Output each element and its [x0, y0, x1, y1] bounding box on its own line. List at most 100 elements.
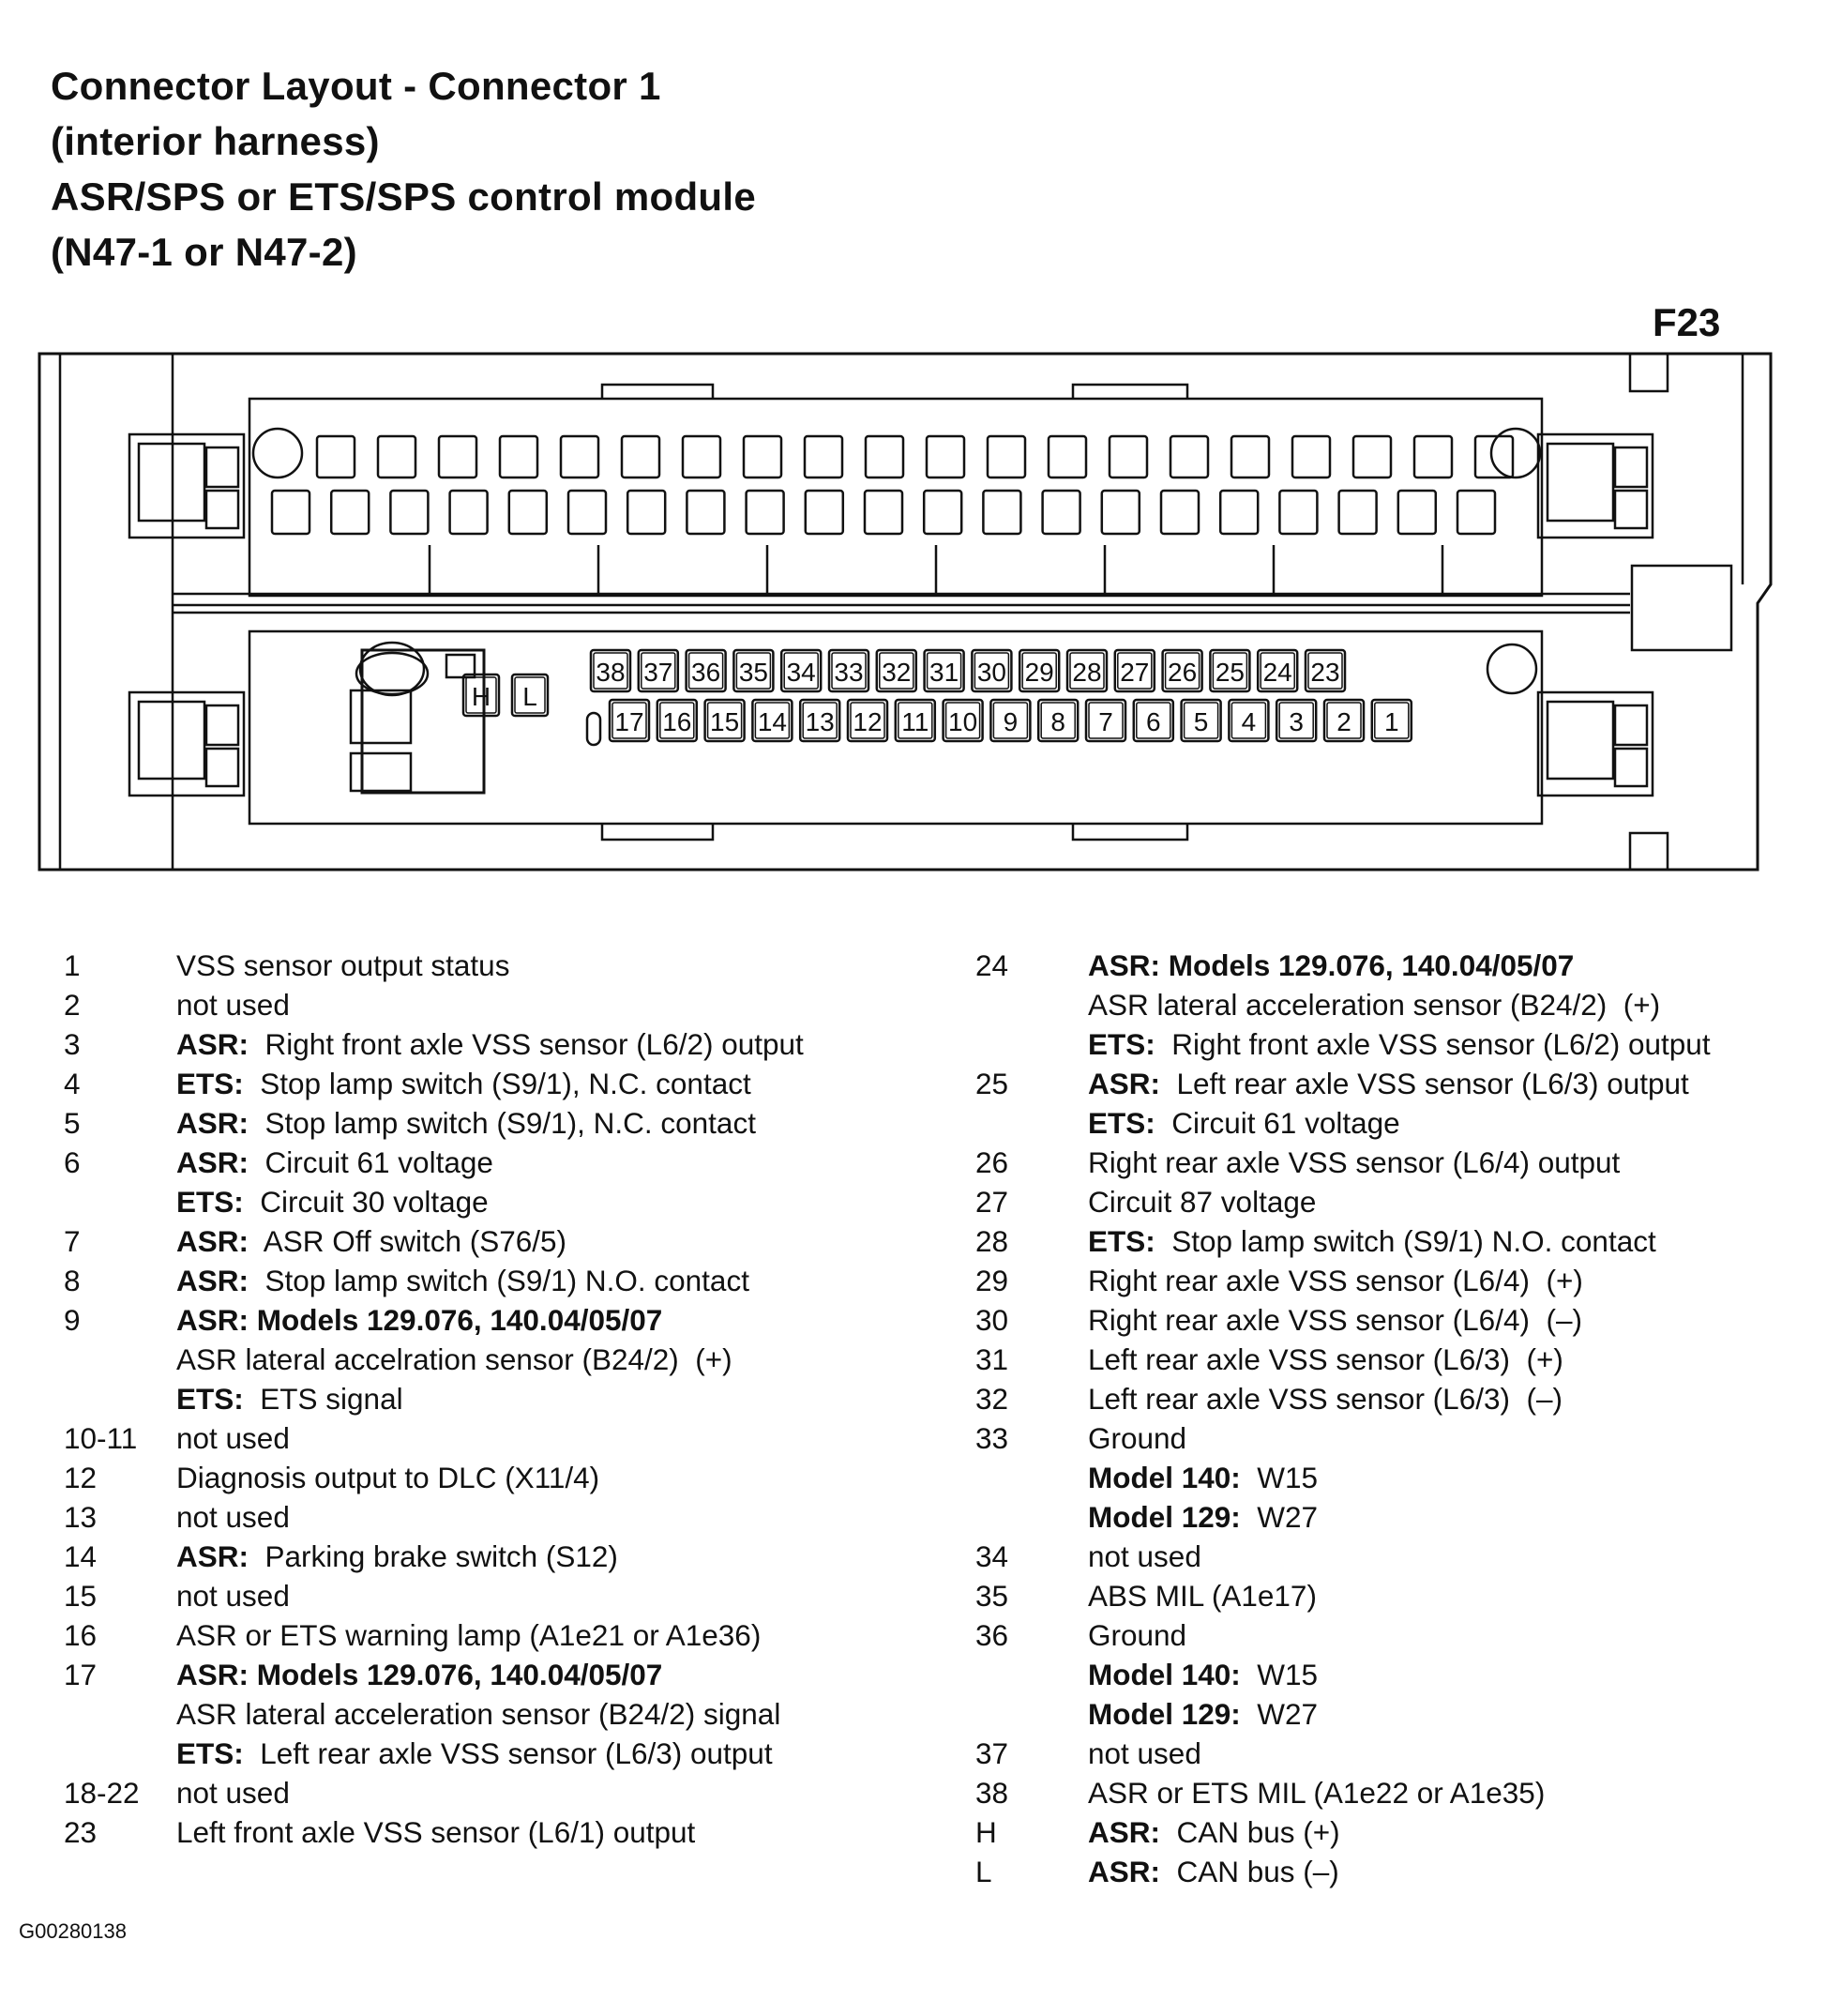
description-text: Right rear axle VSS sensor (L6/4) output	[1088, 1145, 1621, 1179]
pin-number: 1	[64, 948, 81, 982]
pin-number: 38	[975, 1776, 1009, 1810]
description-text: ASR lateral acceleration sensor (B24/2) …	[1088, 988, 1661, 1022]
description-text: ASR or ETS MIL (A1e22 or A1e35)	[1088, 1776, 1546, 1810]
pin-description: ASR or ETS warning lamp (A1e21 or A1e36)	[176, 1615, 761, 1655]
pin-label: 2	[1336, 707, 1351, 736]
cavity-lower	[1041, 489, 1081, 536]
pin-description: Left front axle VSS sensor (L6/1) output	[176, 1812, 695, 1852]
pin-label: 36	[691, 658, 720, 687]
cavity-upper	[1351, 434, 1393, 479]
pin-label: 9	[1004, 707, 1019, 736]
connector-pin: 32	[875, 648, 918, 693]
description-text: Left rear axle VSS sensor (L6/3) (+)	[1088, 1342, 1563, 1376]
description-text: Right front axle VSS sensor (L6/2) outpu…	[1155, 1027, 1711, 1061]
description-text: CAN bus (+)	[1160, 1815, 1340, 1849]
cavity-lower	[1397, 489, 1438, 536]
pin-label: 11	[901, 707, 929, 736]
description-line: ETS: Circuit 61 voltage	[1088, 1103, 1689, 1143]
connector-pin: 12	[846, 698, 889, 743]
description-line: not used	[176, 1418, 290, 1458]
description-text: ABS MIL (A1e17)	[1088, 1579, 1317, 1613]
description-text: not used	[1088, 1736, 1201, 1770]
cavity-lower	[863, 489, 904, 536]
pin-description: ASR: CAN bus (+)	[1088, 1812, 1340, 1852]
description-text: Parking brake switch (S12)	[249, 1539, 618, 1573]
description-label: ETS:	[1088, 1027, 1155, 1061]
cavity-lower	[448, 489, 489, 536]
cavity-lower	[626, 489, 667, 536]
connector-pin: 29	[1018, 648, 1061, 693]
description-text: Left rear axle VSS sensor (L6/3) output	[243, 1736, 773, 1770]
description-text: Ground	[1088, 1421, 1187, 1455]
pin-entry: 38 ASR or ETS MIL (A1e22 or A1e35)	[975, 1773, 1711, 1812]
pin-label: 8	[1050, 707, 1065, 736]
reference-code: G00280138	[19, 1919, 127, 1943]
pin-label: 35	[739, 658, 768, 687]
description-text: not used	[1088, 1539, 1201, 1573]
cavity-lower	[922, 489, 963, 536]
pin-label: 3	[1289, 707, 1304, 736]
pin-number: 6	[64, 1145, 81, 1179]
pin-description: not used	[176, 1497, 290, 1537]
description-text: Stop lamp switch (S9/1), N.C. contact	[249, 1106, 756, 1140]
pin-number: 36	[975, 1618, 1009, 1652]
pin-number: 5	[64, 1106, 81, 1140]
description-text: Circuit 61 voltage	[1155, 1106, 1400, 1140]
description-text: not used	[176, 988, 290, 1022]
cavity-lower	[329, 489, 370, 536]
description-text: ASR Off switch (S76/5)	[249, 1224, 567, 1258]
connector-pin: 11	[894, 698, 937, 743]
pin-description: Right rear axle VSS sensor (L6/4) (+)	[1088, 1261, 1583, 1300]
description-label: ASR:	[1088, 1067, 1160, 1100]
pin-label: 25	[1215, 658, 1245, 687]
description-line: ASR: Models 129.076, 140.04/05/07	[1088, 946, 1711, 985]
pin-entry: 29 Right rear axle VSS sensor (L6/4) (+)	[975, 1261, 1711, 1300]
connector-pin: 26	[1161, 648, 1203, 693]
description-label: Model 140:	[1088, 1658, 1241, 1691]
pin-number: 34	[975, 1539, 1009, 1573]
description-line: Diagnosis output to DLC (X11/4)	[176, 1458, 599, 1497]
pin-number: 33	[975, 1421, 1009, 1455]
description-text: CAN bus (–)	[1160, 1855, 1339, 1888]
connector-pin: 28	[1065, 648, 1109, 693]
description-line: ASR: CAN bus (–)	[1088, 1852, 1339, 1891]
pin-label: 15	[710, 707, 739, 736]
connector-pin: 27	[1113, 648, 1156, 693]
connector-pin: L	[510, 673, 550, 718]
description-line: ASR lateral accelration sensor (B24/2) (…	[176, 1340, 732, 1379]
cavity-lower	[745, 489, 785, 536]
description-label: ETS:	[176, 1736, 244, 1770]
pin-number: 17	[64, 1658, 98, 1691]
pin-label: 23	[1310, 658, 1339, 687]
pin-number: 29	[975, 1264, 1009, 1297]
pin-description: not used	[1088, 1734, 1201, 1773]
description-label: ETS:	[1088, 1224, 1155, 1258]
connector-pin: 2	[1322, 698, 1366, 743]
pin-number: 26	[975, 1145, 1009, 1179]
description-text: W27	[1240, 1697, 1319, 1731]
cavity-lower	[1218, 489, 1260, 536]
cavity-lower	[1159, 489, 1200, 536]
pin-label: 29	[1025, 658, 1054, 687]
